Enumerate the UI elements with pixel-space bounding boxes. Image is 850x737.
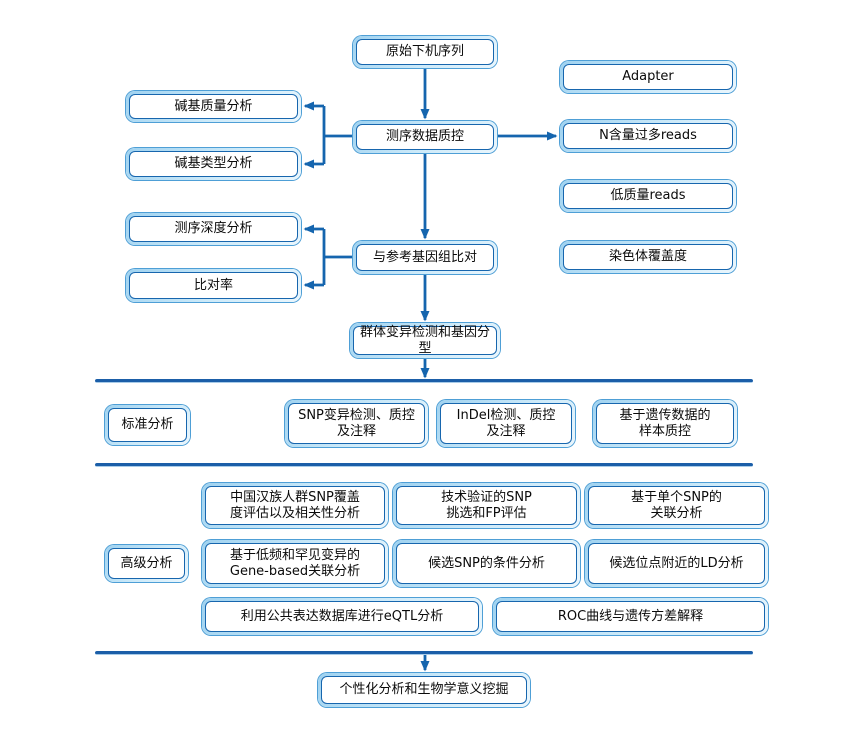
node-candidate-snp-conditional: 候选SNP的条件分析 (393, 540, 580, 587)
node-gene-based-association: 基于低频和罕见变异的 Gene-based关联分析 (202, 540, 388, 587)
node-snp-detection: SNP变异检测、质控 及注释 (285, 400, 428, 447)
node-label: 比对率 (193, 277, 233, 293)
node-ld-analysis: 候选位点附近的LD分析 (585, 540, 768, 587)
node-align-reference: 与参考基因组比对 (353, 241, 497, 274)
node-sequencing-qc: 测序数据质控 (353, 121, 497, 153)
node-label: 测序深度分析 (174, 221, 253, 237)
node-adapter: Adapter (560, 61, 736, 93)
section-label: 高级分析 (120, 555, 173, 571)
node-raw-sequence: 原始下机序列 (353, 36, 497, 68)
node-label: 碱基类型分析 (174, 156, 253, 172)
node-sequencing-depth: 测序深度分析 (126, 213, 301, 245)
node-label: ROC曲线与遗传方差解释 (557, 608, 704, 624)
node-label: 基于遗传数据的 样本质控 (619, 407, 711, 439)
node-label: 与参考基因组比对 (372, 249, 477, 265)
node-base-quality: 碱基质量分析 (126, 91, 301, 122)
node-label: Adapter (622, 69, 674, 85)
node-label: 染色体覆盖度 (608, 249, 687, 265)
node-single-snp-association: 基于单个SNP的 关联分析 (585, 483, 768, 528)
node-low-quality-reads: 低质量reads (560, 180, 736, 212)
node-label: 低质量reads (610, 188, 686, 204)
node-label: 候选位点附近的LD分析 (609, 555, 744, 571)
node-label: 群体变异检测和基因分型 (359, 324, 490, 356)
node-label: InDel检测、质控 及注释 (456, 407, 556, 439)
node-sample-qc: 基于遗传数据的 样本质控 (593, 400, 737, 447)
section-label-advanced: 高级分析 (105, 545, 188, 582)
node-label: N含量过多reads (599, 128, 697, 144)
node-label: 原始下机序列 (385, 44, 464, 60)
node-label: 候选SNP的条件分析 (428, 555, 545, 571)
node-roc-variance: ROC曲线与遗传方差解释 (493, 598, 768, 635)
node-label: SNP变异检测、质控 及注释 (298, 407, 415, 439)
section-label: 标准分析 (121, 417, 174, 433)
node-population-variant: 群体变异检测和基因分型 (350, 323, 500, 358)
node-chromosome-coverage: 染色体覆盖度 (560, 241, 736, 273)
node-label: 基于低频和罕见变异的 Gene-based关联分析 (229, 547, 361, 579)
node-base-type: 碱基类型分析 (126, 148, 301, 180)
node-label: 利用公共表达数据库进行eQTL分析 (240, 608, 444, 624)
node-indel-detection: InDel检测、质控 及注释 (437, 400, 575, 447)
divider-advanced-section (95, 463, 753, 467)
divider-standard-section (95, 379, 753, 383)
section-label-standard: 标准分析 (105, 405, 190, 445)
node-label: 碱基质量分析 (174, 98, 253, 114)
node-han-snp-coverage: 中国汉族人群SNP覆盖 度评估以及相关性分析 (202, 483, 388, 528)
node-mapping-rate: 比对率 (126, 269, 301, 302)
node-validated-snp-fp: 技术验证的SNP 挑选和FP评估 (393, 483, 580, 528)
node-label: 测序数据质控 (385, 129, 464, 145)
node-label: 技术验证的SNP 挑选和FP评估 (441, 489, 532, 521)
node-eqtl-analysis: 利用公共表达数据库进行eQTL分析 (202, 598, 482, 635)
node-label: 中国汉族人群SNP覆盖 度评估以及相关性分析 (229, 489, 360, 521)
node-label: 个性化分析和生物学意义挖掘 (339, 682, 509, 698)
node-personalized-analysis: 个性化分析和生物学意义挖掘 (318, 673, 530, 707)
divider-final-section (95, 651, 753, 655)
node-label: 基于单个SNP的 关联分析 (631, 489, 722, 521)
node-n-reads: N含量过多reads (560, 120, 736, 152)
